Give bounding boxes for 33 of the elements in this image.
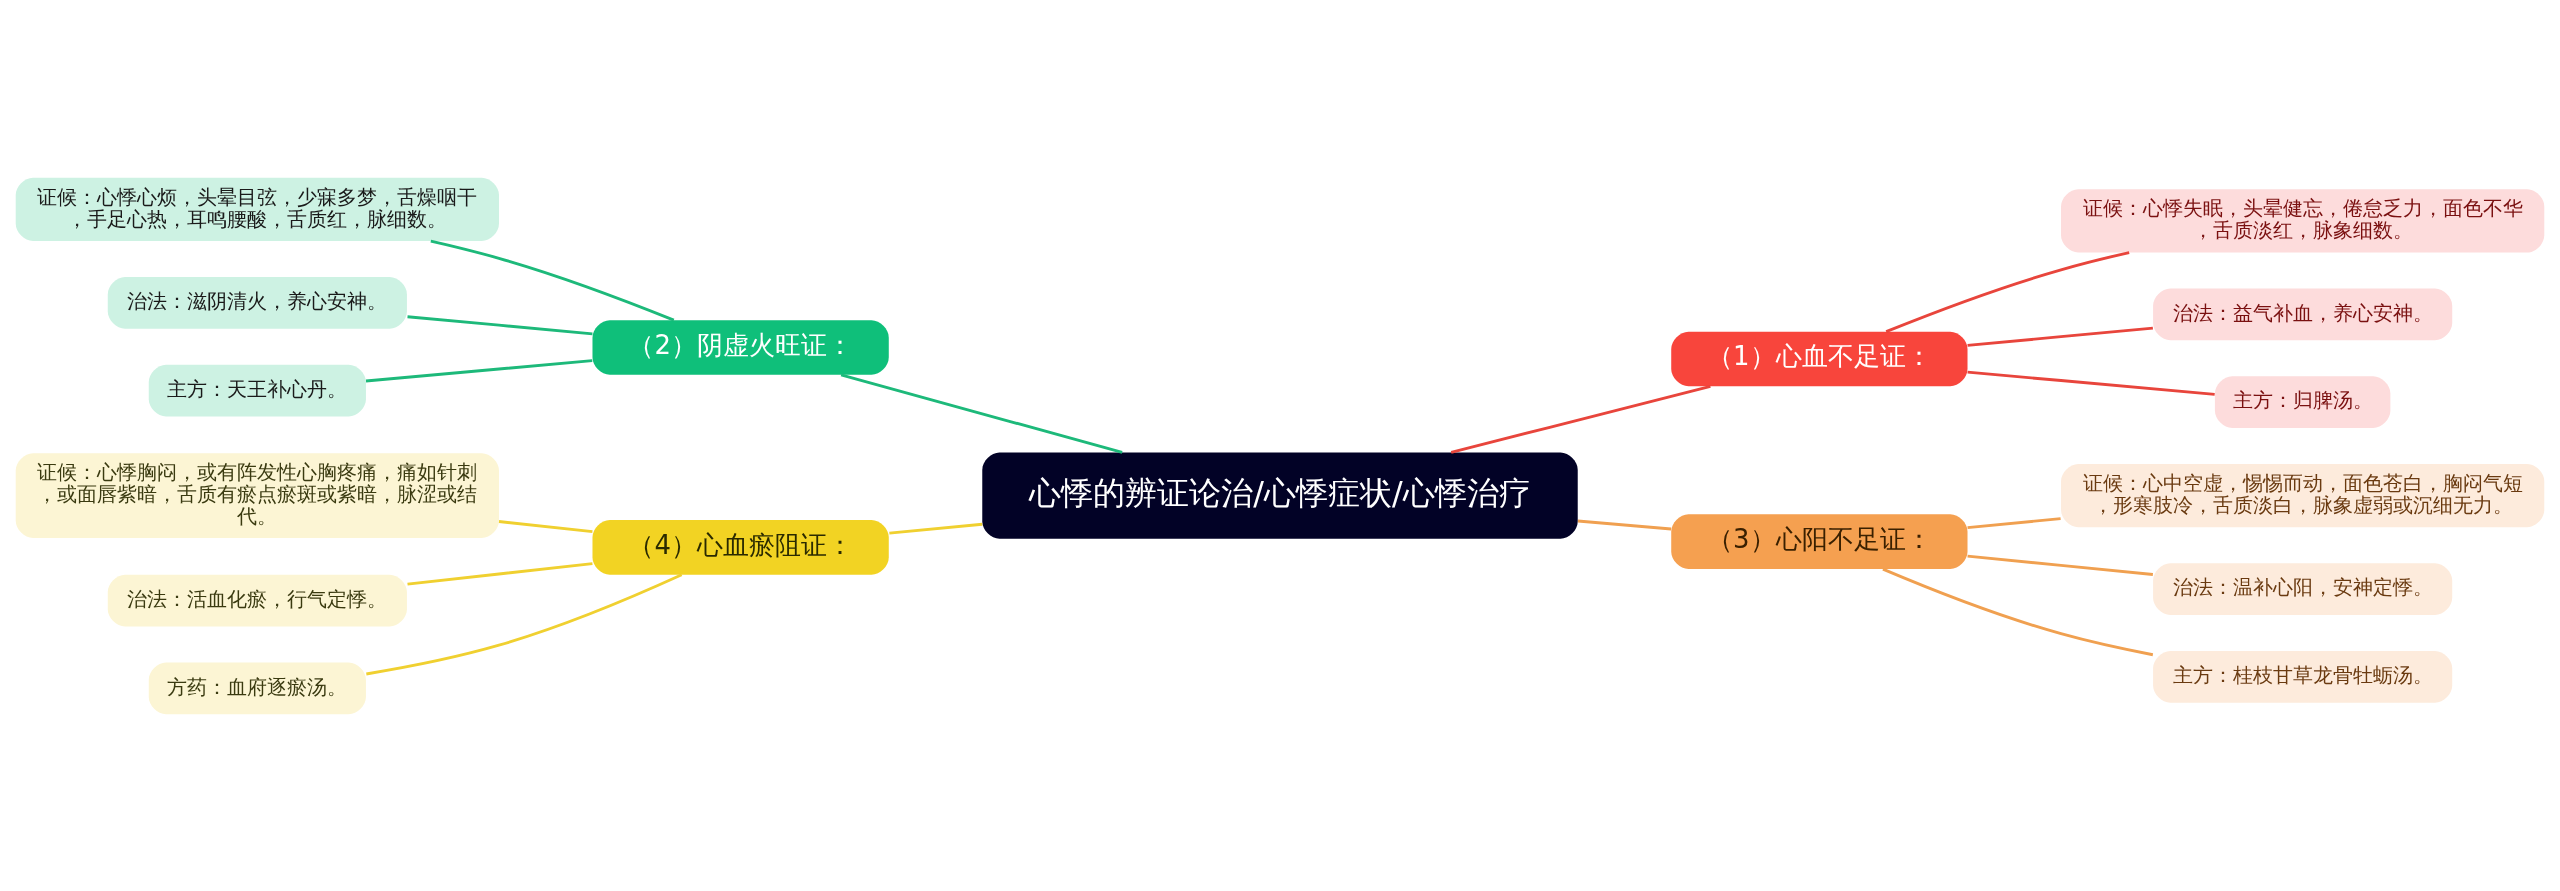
node-box: （3）心阳不足证： [1671,513,1968,569]
node-box: 方药：血府逐瘀汤。 [148,661,366,714]
connector [1450,384,1711,454]
connector [889,522,983,535]
node-box: 主方：桂枝甘草龙骨牡蛎汤。 [2153,650,2453,703]
node-box: 治法：温补心阳，安神定悸。 [2153,562,2453,615]
node-box: 治法：滋阴清火，养心安神。 [107,276,407,329]
node-box: 证候：心悸失眠，头晕健忘，倦怠乏力，面色不华，舌质淡红，脉象细数。 [2061,188,2545,253]
connector [1967,554,2153,576]
node-box: 主方：归脾汤。 [2214,375,2391,428]
node-box: （4）心血瘀阻证： [592,519,889,575]
node-box: （1）心血不足证： [1671,331,1968,386]
connector [430,239,675,321]
connector [1882,567,2154,656]
node-box: （2）阴虚火旺证： [592,319,889,375]
connector [498,519,593,533]
connector [1577,519,1672,530]
node-box: 证候：心悸胸闷，或有阵发性心胸疼痛，痛如针刺，或面唇紫暗，舌质有瘀点瘀斑或紫暗，脉涩或结代。 [15,452,499,538]
node-box: 治法：活血化瘀，行气定悸。 [107,574,407,626]
connector [365,358,593,382]
node-box: 心悸的辨证论治/心悸症状/心悸治疗 [982,451,1578,539]
connector [1967,326,2153,347]
connector [407,561,593,586]
connector [407,314,593,335]
node-box: 主方：天王补心丹。 [148,364,366,416]
node-box: 治法：益气补血，养心安神。 [2153,288,2453,340]
node-box: 证候：心中空虚，惕惕而动，面色苍白，胸闷气短，形寒肢冷，舌质淡白，脉象虚弱或沉细无力。 [2061,463,2545,527]
connector [1967,370,2215,396]
connector [1967,516,2061,529]
connector [366,573,683,675]
connector [1885,250,2130,333]
connector [840,372,1123,454]
node-box: 证候：心悸心烦，头晕目弦，少寐多梦，舌燥咽干，手足心热，耳鸣腰酸，舌质红，脉细数。 [15,177,499,241]
